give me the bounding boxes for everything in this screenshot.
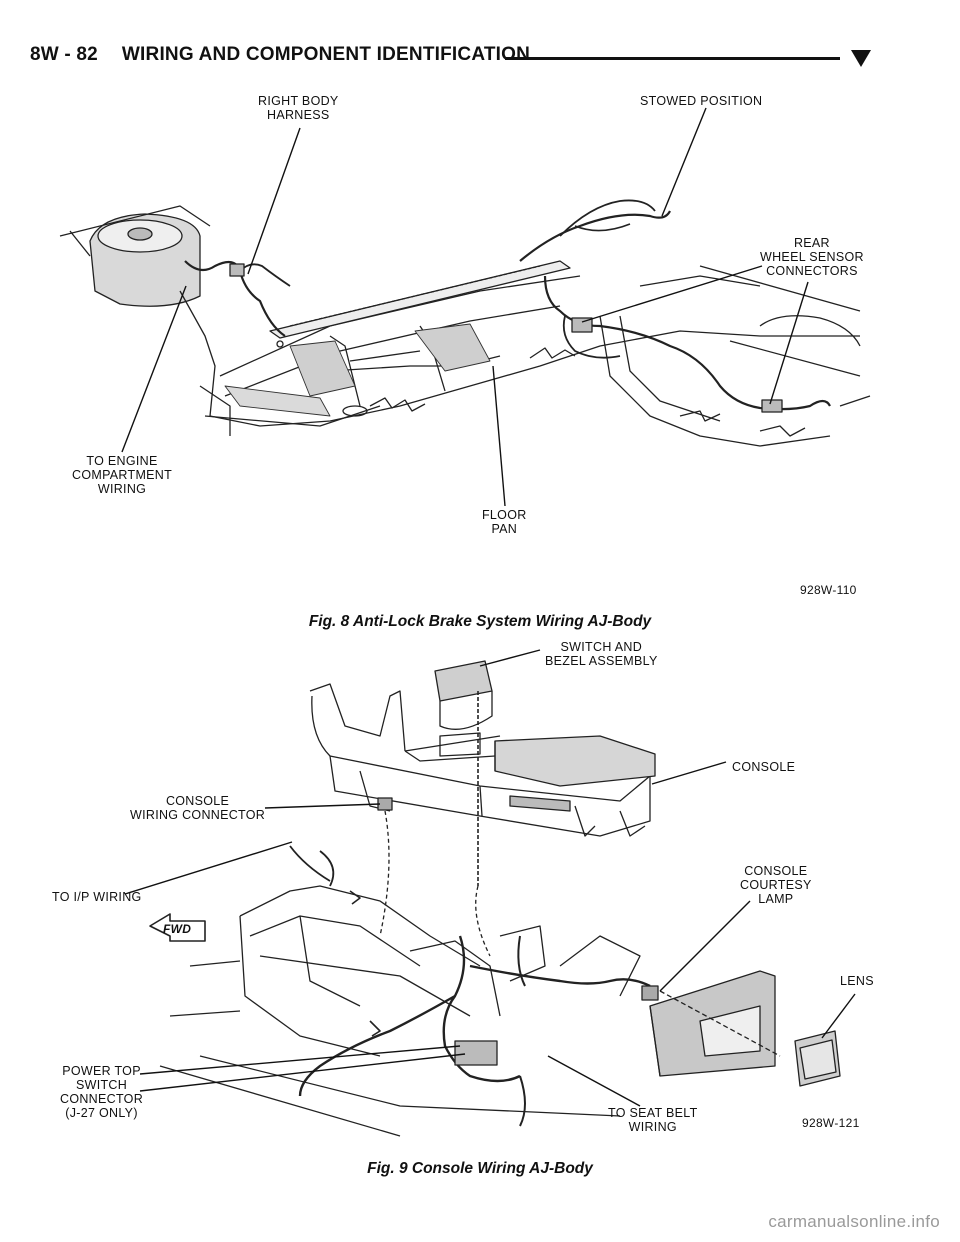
fwd-arrow-label: FWD (163, 922, 192, 936)
label-stowed-position: STOWED POSITION (640, 94, 763, 108)
figure-9: SWITCH AND BEZEL ASSEMBLY CONSOLE CONSOL… (0, 636, 960, 1156)
label-to-engine-compartment-wiring: TO ENGINE COMPARTMENT WIRING (72, 454, 173, 496)
label-console-wiring-connector: CONSOLE WIRING CONNECTOR (130, 794, 266, 822)
section-title: WIRING AND COMPONENT IDENTIFICATION (121, 44, 531, 65)
label-lens: LENS (840, 974, 874, 988)
header-text: 8W - 82 WIRING AND COMPONENT IDENTIFICATI… (30, 44, 530, 66)
label-console: CONSOLE (732, 760, 796, 774)
label-to-seat-belt-wiring: TO SEAT BELT WIRING (608, 1106, 698, 1134)
label-switch-and-bezel-assembly: SWITCH AND BEZEL ASSEMBLY (545, 640, 658, 668)
figure-8-illustration (59, 107, 871, 507)
header-rule (505, 57, 840, 60)
label-to-ip-wiring: TO I/P WIRING (52, 890, 142, 904)
label-right-body-harness: RIGHT BODY HARNESS (258, 94, 339, 122)
figure-8-caption: Fig. 8 Anti-Lock Brake System Wiring AJ-… (308, 613, 652, 630)
figure-9-code: 928W-121 (802, 1116, 860, 1130)
page-number: 8W - 82 (30, 44, 98, 65)
label-rear-wheel-sensor-connectors: REAR WHEEL SENSOR CONNECTORS (760, 236, 864, 278)
watermark: carmanualsonline.info (768, 1212, 940, 1231)
figure-9-caption: Fig. 9 Console Wiring AJ-Body (367, 1160, 593, 1177)
label-console-courtesy-lamp: CONSOLE COURTESY LAMP (740, 864, 812, 906)
figure-9-illustration (124, 649, 856, 1137)
figure-8: RIGHT BODY HARNESS STOWED POSITION REAR … (0, 86, 960, 646)
label-floor-pan: FLOOR PAN (482, 508, 527, 536)
figure-8-code: 928W-110 (800, 583, 857, 597)
header-triangle-icon (851, 50, 871, 67)
label-power-top-switch-connector: POWER TOP SWITCH CONNECTOR (J-27 ONLY) (60, 1064, 144, 1120)
page-header: 8W - 82 WIRING AND COMPONENT IDENTIFICATI… (0, 0, 960, 90)
